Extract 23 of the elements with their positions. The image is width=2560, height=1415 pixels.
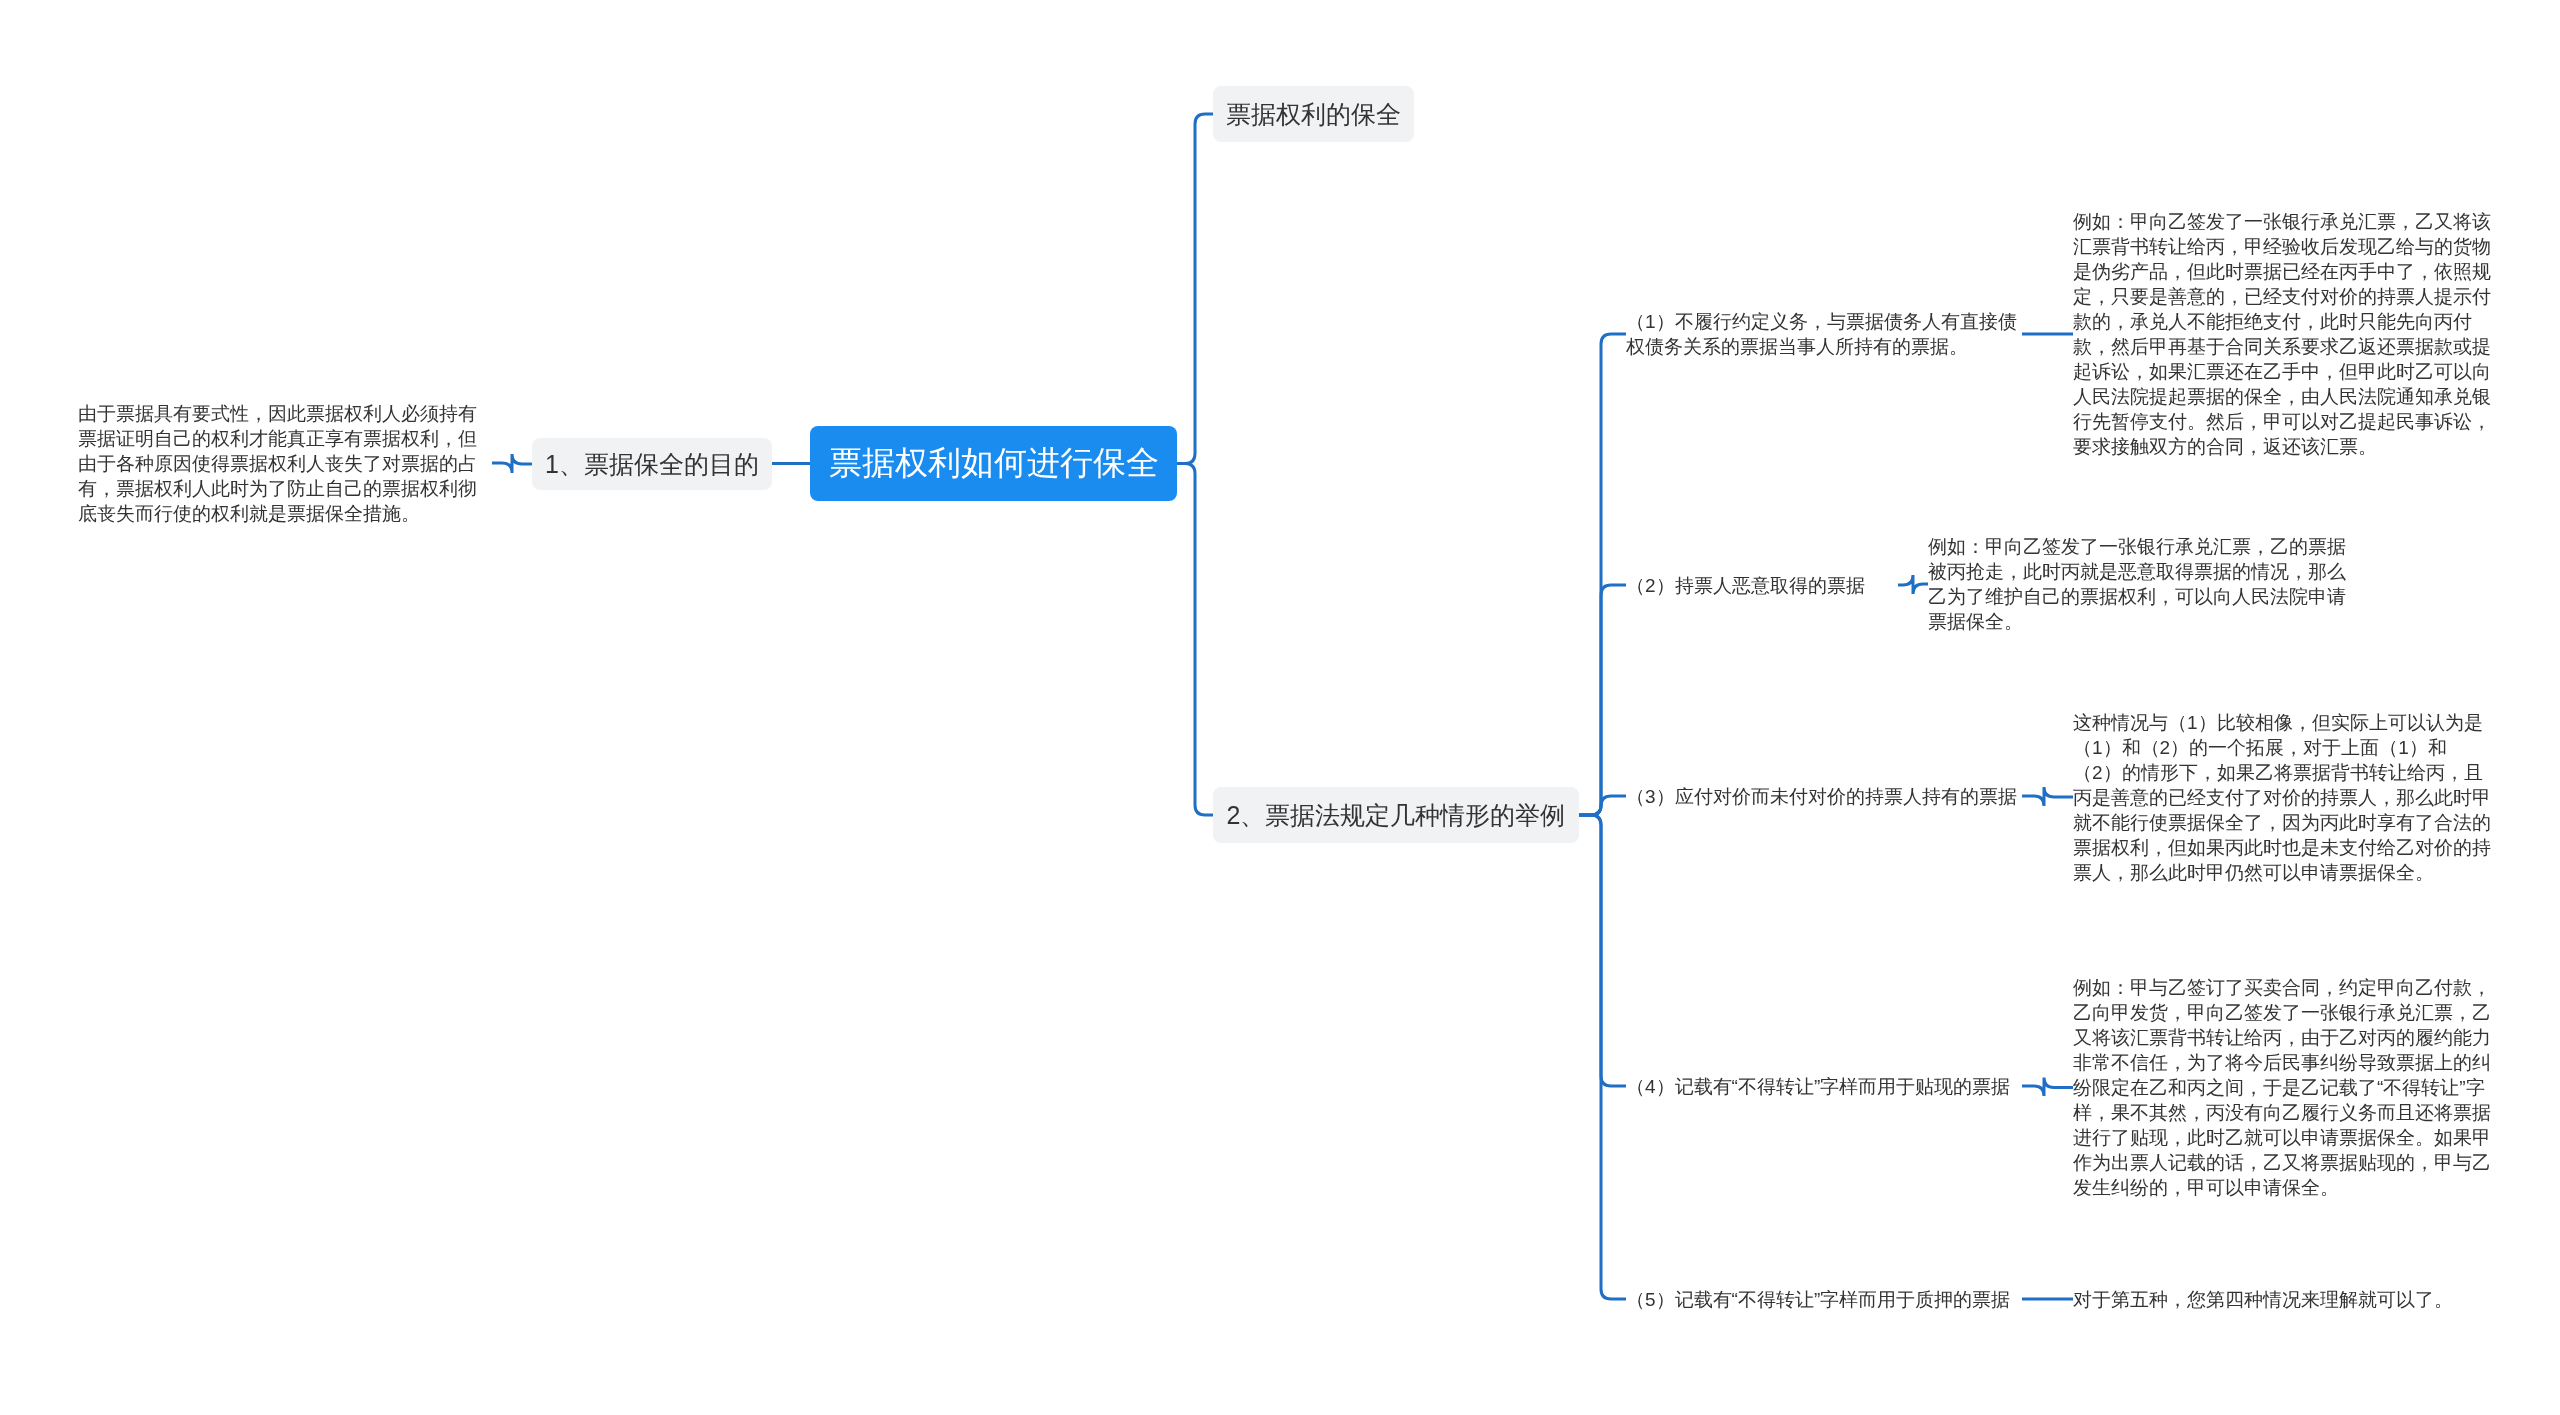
note-text: 例如：甲向乙签发了一张银行承兑汇票，乙的票据被丙抢走，此时丙就是恶意取得票据的情况，那么乙为了维护自己的票据权利，可以向人民法院申请票据保全。 <box>1928 528 2348 640</box>
connector-line <box>2022 332 2073 336</box>
connector-line <box>772 462 810 465</box>
connector-line <box>2022 785 2073 808</box>
connector-line <box>1177 462 1213 817</box>
note-text: 例如：甲与乙签订了买卖合同，约定甲向乙付款，乙向甲发货，甲向乙签发了一张银行承兑汇票，乙又将该汇票背书转让给丙，由于乙对丙的履约能力非常不信任，为了将今后民事纠纷导致票据上的纠纷限定在乙和丙之间，于是乙记载了“不得转让”字样，果不其然，丙没有向乙履行义务而且还将票据进行了贴现，此时乙就可以申请票据保全。如果甲作为出票人记载的话，乙又将票据贴现的，甲与乙发生纠纷的，甲可以申请保全。 <box>2073 955 2493 1220</box>
note-text: （2）持票人恶意取得的票据 <box>1626 570 1898 600</box>
connector-line <box>2022 1297 2073 1301</box>
note-text: 由于票据具有要式性，因此票据权利人必须持有票据证明自己的权利才能真正享有票据权利，但由于各种原因使得票据权利人丧失了对票据的占有，票据权利人此时为了防止自己的票据权利彻底丧失而行使的权利就是票据保全措施。 <box>78 380 492 546</box>
note-text: （1）不履行约定义务，与票据债务人有直接债权债务关系的票据当事人所持有的票据。 <box>1626 300 2022 368</box>
note-text: 对于第五种，您第四种情况来理解就可以了。 <box>2073 1284 2493 1314</box>
note-text: 例如：甲向乙签发了一张银行承兑汇票，乙又将该汇票背书转让给丙，甲经验收后发现乙给与的货物是伪劣产品，但此时票据已经在丙手中了，依照规定，只要是善意的，已经支付对价的持票人提示付款的，承兑人不能拒绝支付，此时只能先向丙付款，然后甲再基于合同关系要求乙返还票据款或提起诉讼，如果汇票还在乙手中，但甲此时乙可以向人民法院提起票据的保全，由人民法院通知承兑银行先暂停支付。然后，甲可以对乙提起民事诉讼，要求接触双方的合同，返还该汇票。 <box>2073 188 2493 480</box>
topic-box: 2、票据法规定几种情形的举例 <box>1213 787 1579 843</box>
note-text: （5）记载有“不得转让”字样而用于质押的票据 <box>1626 1269 2022 1329</box>
topic-box: 票据权利的保全 <box>1213 86 1414 142</box>
topic-box: 1、票据保全的目的 <box>532 438 772 490</box>
note-text: （3）应付对价而未付对价的持票人持有的票据 <box>1626 766 2022 826</box>
note-text: （4）记载有“不得转让”字样而用于贴现的票据 <box>1626 1056 2022 1116</box>
connector-line <box>492 452 532 475</box>
note-text: 这种情况与（1）比较相像，但实际上可以认为是（1）和（2）的一个拓展，对于上面（1）和（2）的情形下，如果乙将票据背书转让给丙，且丙是善意的已经支付了对价的持票人，那么此时甲就不能行使票据保全了，因为丙此时享有了合法的票据权利，但如果丙此时也是未支付给乙对价的持票人，那么此时甲仍然可以申请票据保全。 <box>2073 690 2493 904</box>
connector-line <box>2022 1076 2073 1098</box>
connector-line <box>1898 573 1928 596</box>
central-topic-box: 票据权利如何进行保全 <box>810 426 1177 501</box>
